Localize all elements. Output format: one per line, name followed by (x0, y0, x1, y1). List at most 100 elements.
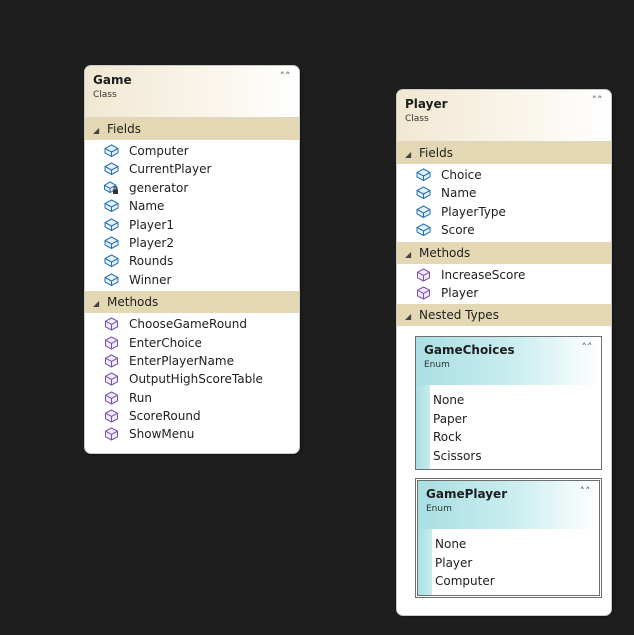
collapse-chevron-icon[interactable]: ˄˄ (581, 341, 593, 355)
section-label: Methods (419, 245, 471, 260)
enum-value[interactable]: Computer (435, 574, 495, 589)
member-row[interactable]: Winner (85, 271, 299, 289)
member-row[interactable]: Player (397, 284, 611, 302)
game-class-header[interactable]: Game Class ˄˄ (85, 66, 299, 118)
gamechoices-enum-header[interactable]: GameChoices Enum ˄˄ (416, 337, 601, 386)
field-icon (104, 217, 119, 232)
enum-kind: Enum (424, 360, 450, 371)
section-label: Fields (419, 146, 453, 160)
member-name: Rounds (129, 254, 174, 269)
expand-triangle-icon[interactable]: ◢ (405, 150, 412, 159)
game-class-kind: Class (93, 90, 117, 100)
member-name: Run (129, 390, 153, 405)
member-row[interactable]: Rounds (85, 252, 299, 270)
expand-triangle-icon[interactable]: ◢ (405, 312, 412, 322)
enum-side-stripe (418, 529, 432, 595)
member-row[interactable]: Name (397, 184, 611, 202)
member-row[interactable]: Choice (397, 166, 611, 184)
player-nested-types-section[interactable]: ◢ Nested Types (397, 304, 611, 327)
member-name: ShowMenu (129, 427, 195, 442)
player-class-kind: Class (405, 114, 429, 124)
member-name: IncreaseScore (441, 267, 526, 282)
player-class-header[interactable]: Player Class ˄˄ (397, 90, 611, 142)
method-icon (104, 317, 119, 331)
section-label: Fields (107, 122, 141, 136)
member-row[interactable]: ShowMenu (85, 425, 299, 443)
enum-kind: Enum (426, 504, 452, 515)
member-name: Choice (441, 168, 482, 182)
member-row[interactable]: Player2 (85, 234, 299, 252)
field-icon (104, 144, 119, 158)
member-row[interactable]: Run (85, 389, 299, 407)
member-name: OutputHighScoreTable (129, 372, 263, 387)
enum-value[interactable]: Rock (433, 430, 462, 445)
expand-triangle-icon[interactable]: ◢ (405, 249, 412, 259)
member-name: Player (441, 285, 479, 300)
member-name: Name (441, 186, 477, 201)
method-icon (416, 267, 431, 282)
enum-value[interactable]: Paper (433, 411, 467, 426)
enum-side-stripe (416, 385, 430, 470)
member-row[interactable]: generator (85, 179, 299, 197)
member-row[interactable]: Score (397, 221, 611, 239)
member-name: ChooseGameRound (129, 317, 247, 332)
member-row[interactable]: ScoreRound (85, 407, 299, 425)
method-icon (416, 286, 431, 300)
game-fields-section[interactable]: ◢ Fields (85, 118, 299, 140)
expand-triangle-icon[interactable]: ◢ (93, 299, 100, 309)
method-icon (104, 354, 119, 368)
member-row[interactable]: Name (85, 197, 299, 215)
player-fields-section[interactable]: ◢ Fields (397, 142, 611, 164)
player-methods-section[interactable]: ◢ Methods (397, 241, 611, 264)
enum-value[interactable]: Scissors (433, 448, 482, 463)
expand-triangle-icon[interactable]: ◢ (93, 126, 100, 135)
member-row[interactable]: CurrentPlayer (85, 160, 299, 178)
member-name: CurrentPlayer (129, 162, 212, 177)
enum-name: GamePlayer (426, 487, 508, 502)
member-name: EnterPlayerName (129, 353, 234, 368)
member-row[interactable]: OutputHighScoreTable (85, 370, 299, 388)
member-name: generator (129, 180, 189, 195)
collapse-chevron-icon[interactable]: ˄˄ (591, 94, 603, 107)
member-name: Score (441, 223, 475, 238)
member-name: Computer (129, 144, 189, 158)
method-icon (104, 335, 119, 350)
member-name: ScoreRound (129, 409, 201, 424)
field-icon (416, 223, 431, 237)
player-class-name: Player (405, 97, 448, 111)
member-name: EnterChoice (129, 335, 202, 350)
enum-value[interactable]: None (433, 393, 465, 408)
member-row[interactable]: ChooseGameRound (85, 315, 299, 333)
member-name: Name (129, 199, 165, 214)
member-name: PlayerType (441, 204, 506, 219)
game-methods-section[interactable]: ◢Methods (85, 291, 299, 314)
gameplayer-enum-header[interactable]: GamePlayer Enum ˄˄ (418, 481, 599, 530)
member-row[interactable]: Player1 (85, 216, 299, 234)
member-row[interactable]: EnterPlayerName (85, 352, 299, 370)
member-row[interactable]: PlayerType (397, 203, 611, 221)
member-row[interactable]: EnterChoice (85, 334, 299, 352)
member-row[interactable]: IncreaseScore (397, 266, 611, 284)
field-icon (104, 273, 119, 287)
collapse-chevron-icon[interactable]: ˄˄ (579, 485, 591, 499)
field-icon (104, 254, 119, 268)
member-row[interactable]: Computer (85, 142, 299, 160)
enum-value[interactable]: Player (435, 555, 473, 570)
field-icon (416, 186, 431, 200)
method-icon (104, 391, 119, 405)
private-field-icon (104, 181, 119, 195)
enum-value[interactable]: None (435, 537, 467, 552)
collapse-chevron-icon[interactable]: ˄˄ (279, 70, 291, 83)
section-label: Nested Types (419, 308, 499, 323)
